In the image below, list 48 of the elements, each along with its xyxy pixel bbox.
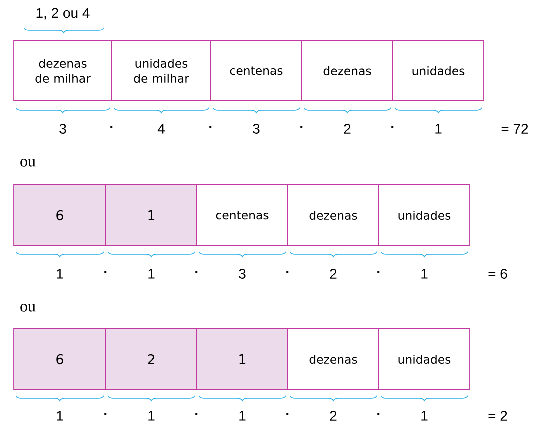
number-label: 1 xyxy=(422,269,428,279)
place-value-box: unidades xyxy=(392,40,484,102)
number-label: 1 xyxy=(148,411,155,421)
multiplication-dot: · xyxy=(196,271,198,274)
multiplication-dot: · xyxy=(286,271,289,274)
place-value-box: dezenas xyxy=(288,328,380,390)
number-label: 2 xyxy=(344,124,351,134)
place-value-box: unidades xyxy=(378,184,470,246)
number-label: 2 xyxy=(330,269,337,279)
place-value-box: dezenas de milhar xyxy=(14,40,112,102)
number-label: 2 xyxy=(330,411,337,421)
number-label: 1 xyxy=(436,124,442,134)
multiplication-dot: · xyxy=(392,126,394,128)
place-value-box: dezenas xyxy=(288,184,380,246)
place-value-box: unidades xyxy=(378,328,470,390)
number-label: = 6 xyxy=(488,269,508,279)
place-value-box: 2 xyxy=(106,328,198,390)
number-label: 1 xyxy=(57,411,64,421)
place-value-box: 1 xyxy=(196,328,288,390)
connective-word: ou xyxy=(20,304,36,312)
multiplication-dot: · xyxy=(378,413,380,416)
place-value-box: centenas xyxy=(210,40,302,102)
place-value-box: 6 xyxy=(14,184,106,246)
number-label: = 72 xyxy=(502,124,528,134)
number-label: 1 xyxy=(148,269,155,279)
multiplication-dot: · xyxy=(110,126,113,128)
number-label: 4 xyxy=(158,124,165,134)
multiplication-dot: · xyxy=(196,413,198,416)
number-label: 1, 2 ou 4 xyxy=(36,8,90,20)
place-value-box: centenas xyxy=(196,184,288,246)
number-label: 1 xyxy=(57,269,64,279)
place-value-box: 1 xyxy=(106,184,198,246)
number-label: 3 xyxy=(239,269,246,279)
multiplication-dot: · xyxy=(300,126,303,128)
multiplication-dot: · xyxy=(104,413,107,416)
number-label: 3 xyxy=(253,124,260,134)
number-label: 1 xyxy=(422,411,428,421)
multiplication-dot: · xyxy=(378,271,380,274)
number-label: = 2 xyxy=(488,411,508,421)
multiplication-dot: · xyxy=(286,413,289,416)
place-value-box: 6 xyxy=(14,328,106,390)
number-label: 3 xyxy=(60,124,66,134)
number-label: 1 xyxy=(240,411,246,421)
place-value-box: unidades de milhar xyxy=(112,40,212,102)
place-value-box: dezenas xyxy=(302,40,394,102)
multiplication-dot: · xyxy=(104,271,107,274)
connective-word: ou xyxy=(20,159,36,167)
multiplication-dot: · xyxy=(210,126,212,128)
